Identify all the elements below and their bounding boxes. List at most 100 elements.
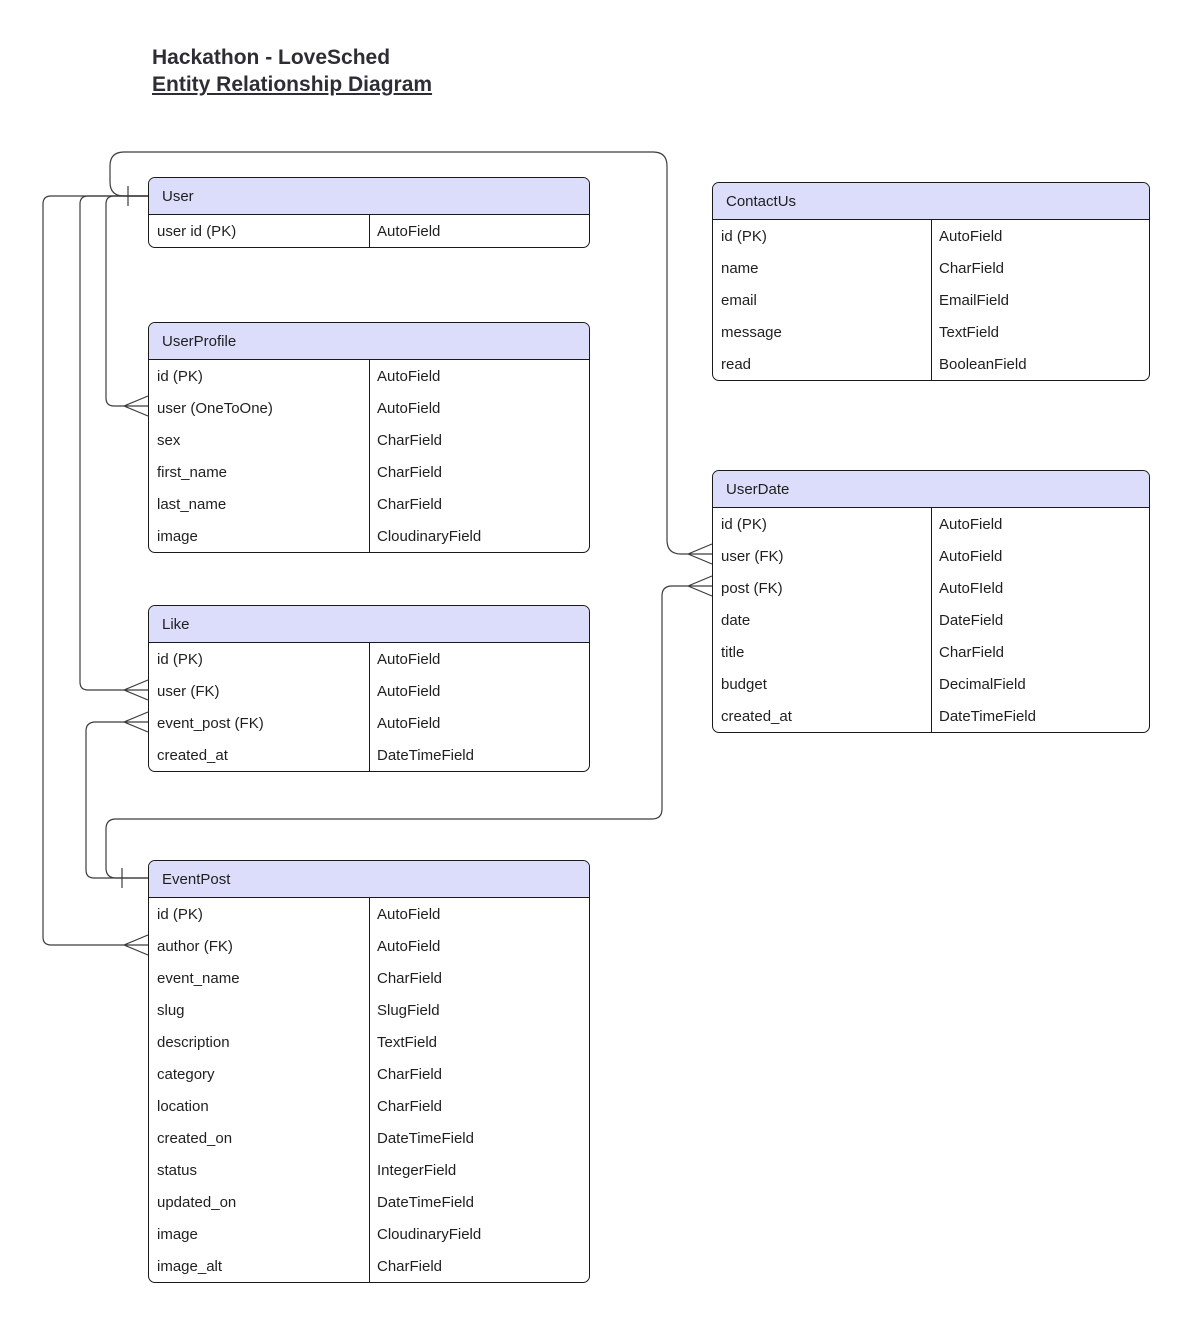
field-name: created_at [157,746,228,764]
entity-userprofile[interactable]: UserProfile id (PK) AutoField user (OneT… [148,322,590,553]
entity-user[interactable]: User user id (PK) AutoField [148,177,590,248]
table-row: message TextField [713,316,1149,348]
field-name: user (OneToOne) [157,399,273,417]
table-row: slug SlugField [149,994,589,1026]
column-divider [931,508,932,732]
entity-userdate-header: UserDate [713,471,1149,508]
column-divider [369,643,370,771]
field-name: first_name [157,463,228,481]
crowfoot-many-eventpost-author [123,934,149,956]
table-row: id (PK) AutoField [713,508,1149,540]
field-name: title [721,643,745,661]
table-row: event_name CharField [149,962,589,994]
table-row: last_name CharField [149,488,589,520]
table-row: email EmailField [713,284,1149,316]
field-name: name [721,259,759,277]
table-row: id (PK) AutoField [149,360,589,392]
column-divider [931,220,932,380]
column-divider [369,898,370,1282]
table-row: location CharField [149,1090,589,1122]
table-row: id (PK) AutoField [149,898,589,930]
field-type: AutoField [377,650,441,668]
table-row: image CloudinaryField [149,520,589,552]
field-type: AutoField [377,367,441,385]
table-row: user (FK) AutoField [713,540,1149,572]
field-name: last_name [157,495,227,513]
diagram-title: Hackathon - LoveSched Entity Relationshi… [152,44,432,98]
relationship-user-like [79,195,148,691]
field-type: CharField [939,259,1005,277]
table-row: image_alt CharField [149,1250,589,1282]
entity-userdate[interactable]: UserDate id (PK) AutoField user (FK) Aut… [712,470,1150,733]
field-name: id (PK) [157,905,203,923]
relationship-eventpost-like [85,721,148,879]
field-type: CharField [939,643,1005,661]
field-name: created_on [157,1129,233,1147]
field-type: CharField [377,1097,443,1115]
table-row: date DateField [713,604,1149,636]
table-row: user (FK) AutoField [149,675,589,707]
table-row: category CharField [149,1058,589,1090]
column-divider [369,215,370,247]
relationship-eventpost-userdate [105,585,688,879]
field-type: SlugField [377,1001,440,1019]
field-name: id (PK) [721,515,767,533]
table-row: updated_on DateTimeField [149,1186,589,1218]
field-name: slug [157,1001,185,1019]
field-type: EmailField [939,291,1010,309]
field-type: AutoField [377,905,441,923]
field-name: created_at [721,707,792,725]
table-row: author (FK) AutoField [149,930,589,962]
field-type: IntegerField [377,1161,457,1179]
field-type: TextField [939,323,1000,341]
field-type: CloudinaryField [377,1225,482,1243]
entity-eventpost[interactable]: EventPost id (PK) AutoField author (FK) … [148,860,590,1283]
field-name: id (PK) [157,367,203,385]
column-divider [369,360,370,552]
crowfoot-many-like-eventpost [123,711,149,733]
field-type: CloudinaryField [377,527,482,545]
field-name: location [157,1097,209,1115]
field-name: event_name [157,969,240,987]
entity-contactus[interactable]: ContactUs id (PK) AutoField name CharFie… [712,182,1150,381]
entity-like-header: Like [149,606,589,643]
field-type: DateTimeField [377,1193,474,1211]
field-name: id (PK) [721,227,767,245]
table-row: user id (PK) AutoField [149,215,589,247]
field-name: email [721,291,757,309]
field-name: user id (PK) [157,222,237,240]
field-type: CharField [377,463,443,481]
field-type: CharField [377,431,443,449]
field-type: CharField [377,495,443,513]
table-row: id (PK) AutoField [149,643,589,675]
field-type: AutoField [377,399,441,417]
field-type: AutoField [939,547,1003,565]
field-type: BooleanField [939,355,1027,373]
table-row: budget DecimalField [713,668,1149,700]
field-type: DateTimeField [939,707,1036,725]
relationship-user-userdate [109,151,688,555]
table-row: event_post (FK) AutoField [149,707,589,739]
entity-like[interactable]: Like id (PK) AutoField user (FK) AutoFie… [148,605,590,772]
field-name: budget [721,675,767,693]
field-name: date [721,611,751,629]
field-type: DateField [939,611,1004,629]
field-name: user (FK) [157,682,220,700]
entity-eventpost-header: EventPost [149,861,589,898]
diagram-title-line2: Entity Relationship Diagram [152,73,433,96]
table-row: image CloudinaryField [149,1218,589,1250]
table-row: id (PK) AutoField [713,220,1149,252]
field-type: DecimalField [939,675,1026,693]
field-type: AutoField [377,937,441,955]
field-name: image_alt [157,1257,223,1275]
table-row: created_at DateTimeField [713,700,1149,732]
entity-userprofile-header: UserProfile [149,323,589,360]
field-type: CharField [377,1257,443,1275]
entity-contactus-header: ContactUs [713,183,1149,220]
table-row: sex CharField [149,424,589,456]
table-row: description TextField [149,1026,589,1058]
table-row: post (FK) AutoFIeld [713,572,1149,604]
crowfoot-many-userprofile-user [123,395,149,417]
